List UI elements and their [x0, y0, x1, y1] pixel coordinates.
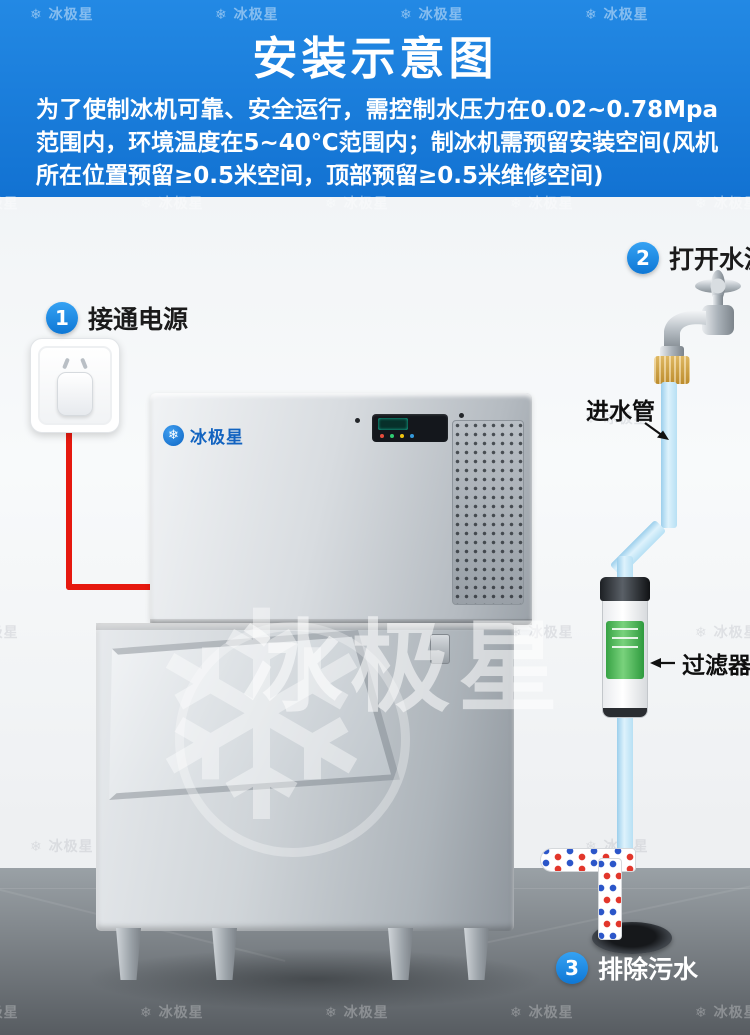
power-plug — [57, 372, 93, 416]
drain-pipe-vertical — [598, 858, 622, 940]
drain-pipe-blue — [617, 714, 633, 856]
indicator-lights — [380, 434, 414, 438]
header-banner: 安装示意图 为了使制冰机可靠、安全运行，需控制水压力在0.02~0.78Mpa范… — [0, 0, 750, 197]
brass-fitting — [654, 356, 690, 384]
installation-description: 为了使制冰机可靠、安全运行，需控制水压力在0.02~0.78Mpa范围内，环境温… — [36, 97, 718, 189]
power-cable-horizontal — [66, 584, 160, 590]
power-cable-vertical — [66, 418, 72, 590]
faucet-illustration — [660, 270, 741, 358]
watermark-logo: ❄ 冰极星 — [0, 625, 19, 641]
machine-leg — [464, 928, 489, 980]
filter-cap — [600, 577, 650, 601]
machine-leg — [212, 928, 237, 980]
inlet-pipe-annotation: 进水管 — [586, 399, 655, 425]
inlet-pipe-arrow — [644, 422, 669, 440]
machine-brand-logo: ❄ 冰极星 — [163, 423, 244, 448]
step-3-number-badge: 3 — [556, 952, 588, 984]
wall-outlet — [30, 338, 120, 433]
watermark-logo: ❄ 冰极星 — [695, 625, 750, 641]
ice-machine-top-unit: ❄ 冰极星 — [150, 393, 532, 625]
machine-bolt — [355, 418, 360, 423]
step-3-drain-wastewater: 3 排除污水 — [556, 950, 698, 986]
filter-arrow — [650, 658, 675, 668]
machine-bolt — [459, 413, 464, 418]
control-panel — [372, 414, 448, 442]
bin-hinge — [430, 634, 450, 664]
brand-snowflake-icon: ❄ — [163, 425, 184, 446]
step-1-label: 接通电源 — [88, 305, 189, 334]
step-1-connect-power: 1 接通电源 — [46, 300, 188, 336]
step-2-open-water: 2 打开水源 — [627, 240, 750, 276]
inlet-pipe-upper — [661, 382, 677, 528]
filter-bottom-band — [603, 708, 647, 717]
page-title: 安装示意图 — [252, 32, 498, 85]
step-2-number-badge: 2 — [627, 242, 659, 274]
bin-door — [109, 630, 400, 800]
step-1-number-badge: 1 — [46, 302, 78, 334]
step-2-label: 打开水源 — [669, 245, 750, 274]
outlet-pin-slot — [62, 357, 70, 370]
machine-leg — [388, 928, 413, 980]
control-display — [378, 418, 408, 430]
fan-vent-grille — [452, 420, 524, 605]
filter-green-label — [606, 621, 644, 679]
step-3-label: 排除污水 — [598, 955, 699, 984]
outlet-pin-slot — [80, 357, 88, 370]
watermark-logo: ❄ 冰极星 — [510, 625, 574, 641]
watermark-logo: ❄ 冰极星 — [30, 839, 94, 855]
water-filter — [600, 577, 650, 718]
brand-name-text: 冰极星 — [190, 428, 244, 448]
outlet-socket — [38, 346, 112, 425]
machine-leg — [116, 928, 141, 980]
filter-annotation: 过滤器 — [682, 653, 750, 679]
